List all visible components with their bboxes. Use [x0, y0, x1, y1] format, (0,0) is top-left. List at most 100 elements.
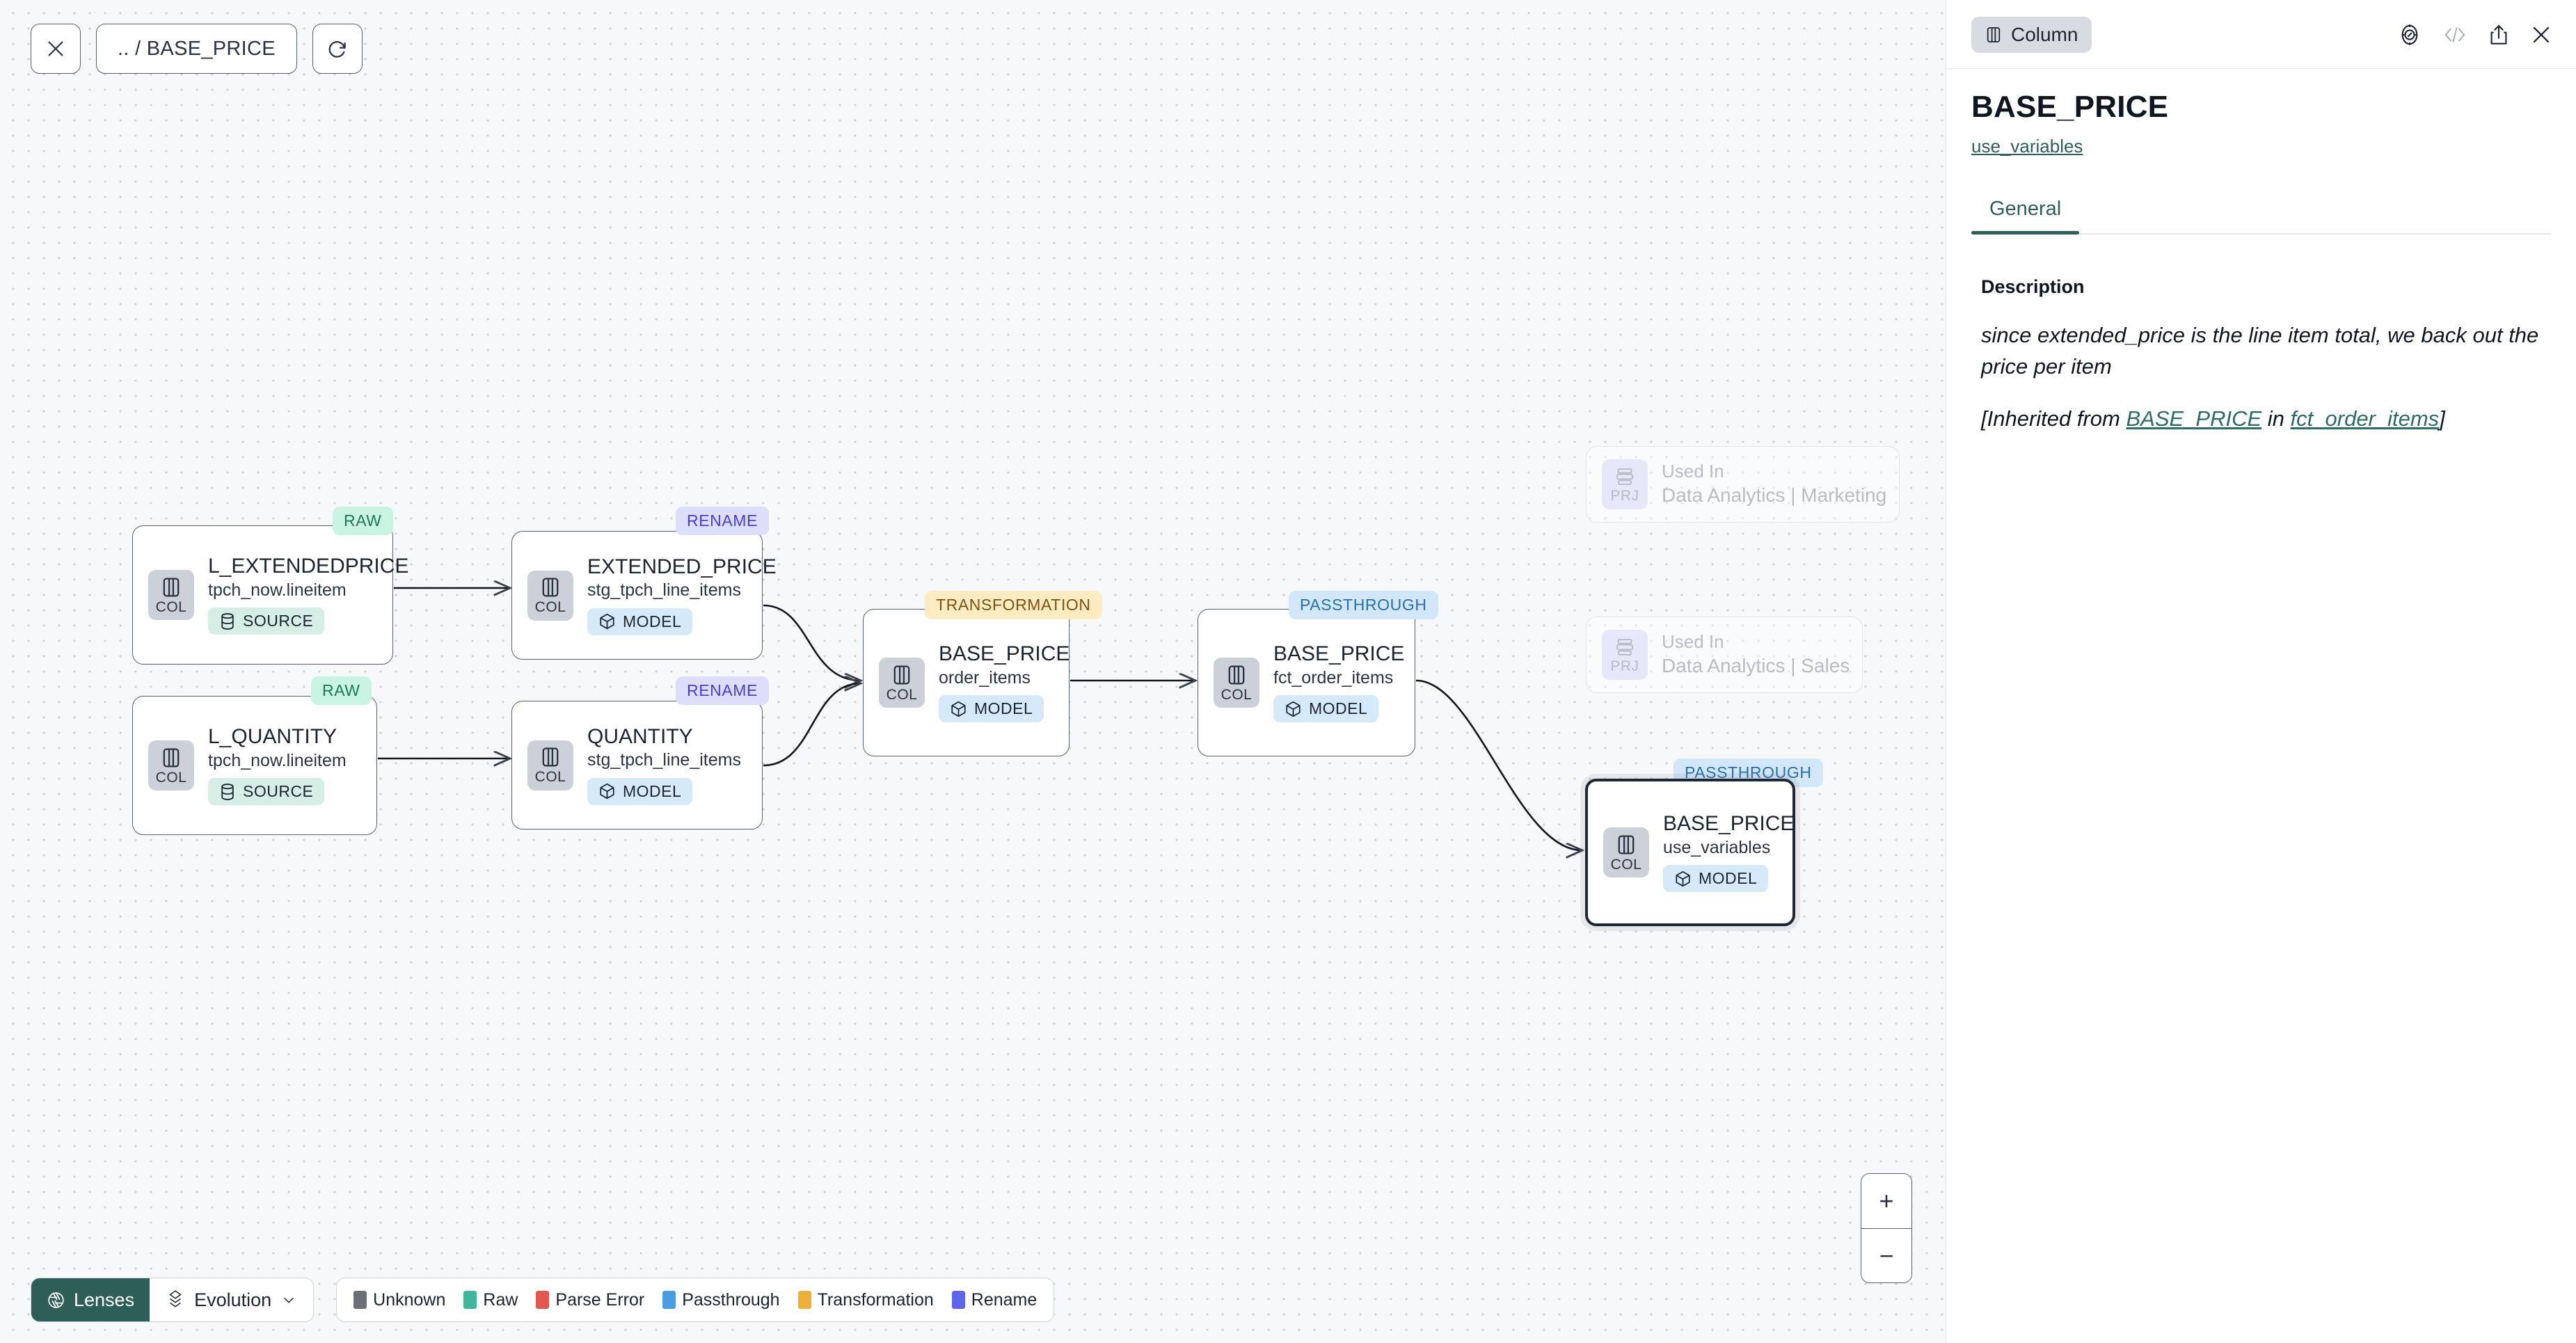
node-type-badge: COL — [527, 570, 573, 621]
tab-general[interactable]: General — [1971, 198, 2080, 235]
node-subtitle: tpch_now.lineitem — [208, 580, 347, 600]
panel-close-button[interactable] — [2530, 24, 2552, 46]
node-chip-label: MODEL — [974, 699, 1033, 717]
legend-swatch — [353, 1291, 367, 1309]
compass-icon — [2401, 24, 2418, 45]
node-subtitle: fct_order_items — [1273, 667, 1394, 688]
node-title: EXTENDED_PRICE — [587, 555, 777, 578]
node-chip-label: SOURCE — [243, 782, 314, 800]
node-subtitle: stg_tpch_line_items — [587, 750, 741, 770]
share-button[interactable] — [2488, 24, 2509, 46]
project-icon — [1616, 468, 1633, 485]
column-icon — [1228, 665, 1245, 685]
node-chip-model: MODEL — [1273, 695, 1379, 722]
panel-tabs: General — [1971, 198, 2551, 235]
code-icon — [2444, 27, 2465, 42]
parent-model-link[interactable]: use_variables — [1971, 136, 2083, 157]
node-title: L_EXTENDEDPRICE — [208, 555, 409, 578]
graph-edge — [763, 683, 861, 767]
graph-edge — [1415, 679, 1582, 850]
details-panel-header: Column — [1946, 0, 2576, 69]
database-icon — [221, 783, 234, 800]
explore-button[interactable] — [2398, 23, 2422, 47]
close-icon — [2533, 26, 2550, 43]
cube-icon — [1676, 871, 1690, 887]
node-tag-transformation: TRANSFORMATION — [925, 591, 1102, 619]
node-type-label: COL — [886, 686, 918, 703]
node-chip-source: SOURCE — [208, 778, 325, 805]
node-chip-model: MODEL — [939, 695, 1044, 722]
column-icon — [1987, 27, 2001, 42]
node-tag-raw: RAW — [333, 507, 393, 535]
node-type-label: COL — [534, 769, 566, 785]
inherited-suffix: ] — [2439, 406, 2445, 431]
description-heading: Description — [1981, 276, 2085, 297]
node-type-badge: COL — [1603, 827, 1649, 877]
legend-swatch — [536, 1291, 550, 1309]
node-title: BASE_PRICE — [939, 642, 1070, 665]
legend-item[interactable]: Parse Error — [536, 1290, 644, 1310]
description-text: since extended_price is the line item to… — [1981, 323, 2539, 379]
node-tag-raw: RAW — [311, 676, 372, 705]
node-type-label: PRJ — [1610, 487, 1639, 504]
entity-kind-label: Column — [2011, 24, 2078, 45]
legend-label: Unknown — [373, 1289, 446, 1310]
zoom-out-button[interactable]: − — [1861, 1228, 1911, 1282]
zoom-in-button[interactable]: + — [1861, 1174, 1911, 1228]
inherited-model-link[interactable]: fct_order_items — [2290, 406, 2440, 431]
entity-kind-pill[interactable]: Column — [1971, 17, 2092, 53]
node-tag-rename: RENAME — [676, 676, 770, 705]
inherited-column-link[interactable]: BASE_PRICE — [2126, 406, 2262, 431]
zoom-controls: + − — [1861, 1173, 1912, 1283]
evolution-dropdown[interactable]: Evolution — [150, 1278, 314, 1321]
share-icon — [2490, 24, 2507, 45]
node-subtitle: Data Analytics | Marketing — [1662, 484, 1887, 506]
node-title: L_QUANTITY — [208, 725, 337, 748]
legend-swatch — [463, 1291, 477, 1309]
lineage-legend: Unknown Raw Parse Error Passthrough Transfor… — [336, 1278, 1055, 1322]
legend-item[interactable]: Unknown — [353, 1290, 445, 1310]
evolution-label: Evolution — [194, 1289, 272, 1310]
node-chip-label: MODEL — [1699, 869, 1758, 887]
close-button[interactable] — [31, 24, 81, 74]
graph-toolbar: .. / BASE_PRICE — [31, 24, 363, 74]
node-subtitle: tpch_now.lineitem — [208, 750, 347, 770]
details-panel-body: BASE_PRICE use_variables General — [1946, 69, 2576, 235]
column-icon — [893, 665, 910, 685]
node-type-label: COL — [534, 599, 566, 615]
breadcrumb[interactable]: .. / BASE_PRICE — [96, 24, 297, 74]
cube-icon — [600, 613, 614, 630]
node-type-badge: PRJ — [1602, 459, 1648, 509]
legend-item[interactable]: Rename — [951, 1290, 1037, 1310]
node-subtitle: Data Analytics | Sales — [1662, 654, 1850, 676]
node-chip-model: MODEL — [587, 607, 693, 635]
node-chip-label: MODEL — [1309, 699, 1368, 717]
node-tag-rename: RENAME — [676, 507, 770, 535]
legend-label: Parse Error — [555, 1289, 645, 1310]
refresh-button[interactable] — [312, 24, 363, 74]
view-code-button[interactable] — [2442, 24, 2467, 45]
lenses-button[interactable]: Lenses — [31, 1278, 150, 1321]
column-icon — [163, 577, 180, 597]
legend-item[interactable]: Passthrough — [662, 1290, 780, 1310]
legend-item[interactable]: Transformation — [797, 1290, 934, 1310]
node-title: QUANTITY — [587, 724, 693, 748]
node-title: BASE_PRICE — [1663, 812, 1795, 835]
legend-item[interactable]: Raw — [463, 1290, 518, 1310]
column-icon — [163, 747, 180, 768]
node-type-badge: COL — [527, 740, 573, 790]
refresh-icon — [328, 41, 346, 58]
